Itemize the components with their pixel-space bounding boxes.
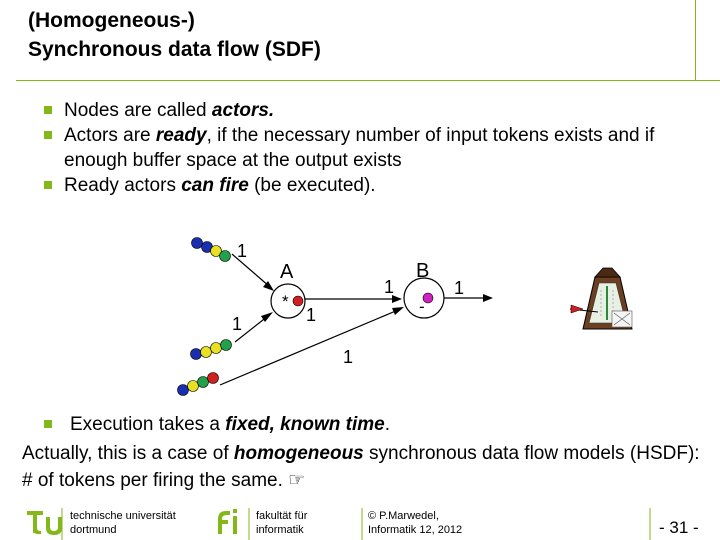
footer-faculty: fakultät für informatik [256, 509, 307, 537]
token-icon [207, 372, 219, 384]
footer-text: dortmund [70, 524, 117, 536]
footer-text: Informatik 12, 2012 [368, 524, 463, 536]
bullet-item: Actors are ready, if the necessary numbe… [44, 123, 704, 173]
actor-a-node [270, 283, 306, 319]
rate-label: 1 [237, 241, 247, 261]
token-icon [187, 380, 199, 392]
bullet-text: Ready actors [64, 175, 182, 196]
bullet-text: (be executed). [248, 175, 376, 196]
edge-top-input [231, 253, 271, 288]
footer-university: technische universität dortmund [70, 509, 176, 537]
tu-logo [27, 511, 62, 535]
rate-label: 1 [306, 305, 316, 325]
metronome-icon [569, 267, 633, 330]
execution-text: Execution takes a [70, 414, 226, 435]
execution-emphasis: fixed, known time [225, 414, 385, 435]
bullet-item: Nodes are called actors. [44, 98, 704, 123]
rate-label: 1 [343, 347, 353, 367]
token-queue-top [191, 237, 231, 262]
bullet-emphasis: can fire [181, 175, 249, 196]
bullet-text: Actors are [64, 125, 156, 146]
bullet-text: Nodes are called [64, 100, 212, 121]
arrow-head-icon [392, 307, 404, 315]
footer-text: technische universität [70, 510, 176, 522]
pointing-hand-icon: ☞ [288, 470, 306, 491]
arrow-head-icon [392, 295, 402, 303]
bullet-emphasis: ready [155, 125, 207, 146]
paragraph-text: synchronous data flow models (HSDF): # o… [22, 443, 700, 491]
execution-text: . [384, 414, 390, 435]
bullet-square-icon [44, 420, 52, 428]
footer-graphics [27, 508, 651, 540]
slide-title: (Homogeneous-) Synchronous data flow (SD… [28, 6, 628, 64]
actor-b-label: B [416, 260, 429, 282]
title-line-1: (Homogeneous-) [28, 9, 195, 32]
rate-label: 1 [454, 278, 464, 298]
arrow-head-icon [263, 281, 274, 291]
hsdf-paragraph: Actually, this is a case of homogeneous … [22, 440, 702, 494]
token-icon [190, 348, 202, 360]
title-side-rule [695, 0, 696, 80]
title-line-2: Synchronous data flow (SDF) [28, 38, 321, 61]
token-icon [292, 295, 304, 307]
arrow-head-icon [261, 312, 273, 322]
paragraph-text: Actually, this is a case of [22, 443, 234, 464]
bullet-emphasis: actors. [211, 100, 275, 121]
execution-bullet: Execution takes a fixed, known time. [44, 412, 390, 437]
edge-bottom-input [219, 309, 399, 386]
bullet-square-icon [44, 131, 52, 139]
token-queue-bottom [177, 372, 219, 396]
token-icon [191, 237, 203, 249]
token-icon [422, 292, 434, 304]
bullet-item: Ready actors can fire (be executed). [44, 173, 704, 198]
arrow-head-icon [483, 294, 493, 302]
rate-label: 1 [384, 277, 394, 297]
token-icon [210, 245, 222, 257]
footer-text: © P.Marwedel, [368, 510, 439, 522]
token-icon [219, 250, 231, 262]
footer-text: informatik [256, 524, 304, 536]
footer-text: fakultät für [256, 510, 308, 522]
token-icon [200, 346, 212, 358]
bullet-square-icon [44, 106, 52, 114]
paragraph-emphasis: homogeneous [233, 443, 364, 464]
title-underline [16, 80, 720, 81]
actor-b-symbol: - [419, 297, 425, 316]
footer-author: © P.Marwedel, Informatik 12, 2012 [368, 509, 462, 537]
bullet-list: Nodes are called actors. Actors are read… [44, 98, 704, 198]
bullet-square-icon [44, 181, 52, 189]
token-icon [177, 384, 189, 396]
page-number: - 31 - [659, 518, 699, 537]
fi-logo [218, 509, 237, 534]
bullet-text: , if the necessary number of input token… [64, 125, 655, 171]
token-icon [220, 339, 232, 351]
actor-a-label: A [280, 261, 294, 283]
token-queue-left [190, 339, 232, 360]
edge-left-input [234, 315, 269, 343]
actor-a-symbol: * [282, 292, 289, 311]
token-icon [197, 376, 209, 388]
rate-label: 1 [232, 314, 242, 334]
token-icon [210, 342, 222, 354]
